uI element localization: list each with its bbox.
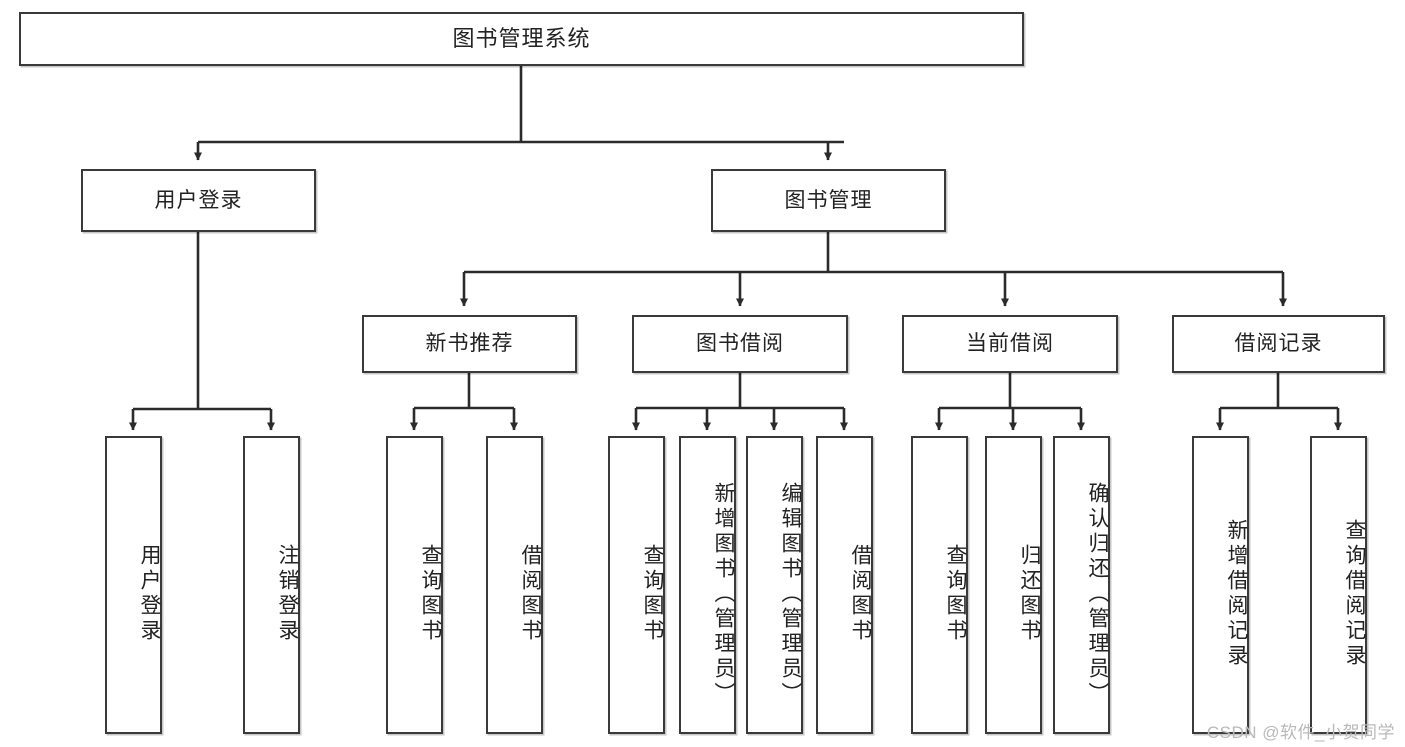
node-current-borrow[interactable]: 当前借阅 [902, 315, 1118, 373]
node-leaf-logout[interactable]: 注销登录 [243, 436, 300, 734]
edges-booklogin-to-leaves [129, 232, 275, 431]
node-leaf-query-book-3[interactable]: 查询图书 [911, 436, 968, 734]
node-leaf-confirm-return[interactable]: 确认归还（管理员） [1053, 436, 1110, 734]
node-user-login[interactable]: 用户登录 [81, 169, 316, 232]
node-leaf-query-record[interactable]: 查询借阅记录 [1310, 436, 1367, 734]
node-leaf-add-record[interactable]: 新增借阅记录 [1192, 436, 1249, 734]
node-leaf-add-book[interactable]: 新增图书（管理员） [679, 436, 736, 734]
edges-bookborrow-to-leaves [632, 373, 848, 431]
node-borrow-record[interactable]: 借阅记录 [1172, 315, 1385, 373]
node-leaf-borrow-book-1[interactable]: 借阅图书 [486, 436, 543, 734]
node-leaf-edit-book[interactable]: 编辑图书（管理员） [746, 436, 803, 734]
node-book-borrow[interactable]: 图书借阅 [632, 315, 848, 373]
node-book-manage[interactable]: 图书管理 [711, 169, 946, 232]
node-leaf-return-book[interactable]: 归还图书 [985, 436, 1042, 734]
edges-root-to-level2 [194, 66, 844, 161]
edges-newbook-to-leaves [410, 373, 518, 431]
edges-borrowrecord-to-leaves [1216, 373, 1342, 431]
node-leaf-user-login[interactable]: 用户登录 [105, 436, 162, 734]
csdn-watermark: CSDN @软件_小贺同学 [1206, 723, 1395, 742]
node-new-book-recommend[interactable]: 新书推荐 [362, 315, 577, 373]
node-leaf-query-book-2[interactable]: 查询图书 [608, 436, 665, 734]
node-leaf-query-book-1[interactable]: 查询图书 [386, 436, 443, 734]
edges-currentborrow-to-leaves [935, 373, 1085, 431]
node-root-system[interactable]: 图书管理系统 [19, 12, 1024, 66]
node-leaf-borrow-book-2[interactable]: 借阅图书 [816, 436, 873, 734]
edges-bookmanage-to-level3 [460, 232, 1287, 307]
